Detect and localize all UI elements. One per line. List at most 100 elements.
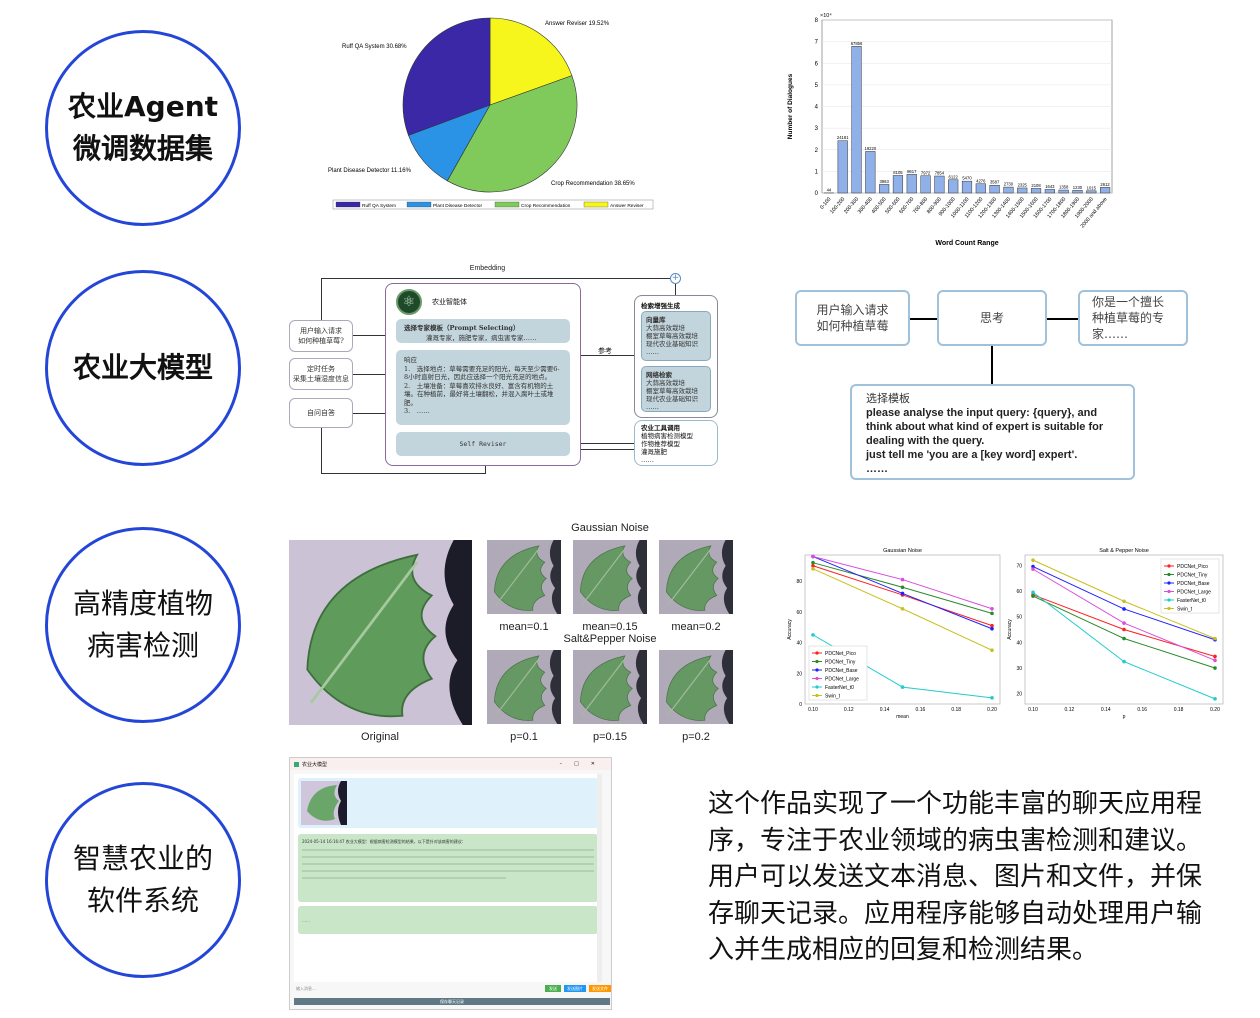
leaf-vein (581, 548, 626, 606)
x-tick-label: 0.18 (1174, 707, 1184, 713)
bar (865, 151, 876, 194)
pie-slice (402, 17, 491, 136)
noisy-leaf-image (659, 540, 733, 614)
sp-label: p=0.1 (510, 731, 538, 743)
y-tick-label: 0 (815, 191, 819, 197)
scrollbar[interactable] (597, 774, 602, 982)
title-bar: 农业大模型 –□✕ (290, 758, 611, 770)
noise-overlay (659, 540, 733, 614)
bar-value-label: 2612 (1100, 182, 1110, 187)
x-tick-label: 0.14 (1101, 707, 1111, 713)
web-search-panel: 网络检索大蒜高效栽培棚室草莓高效栽培现代农业基础知识…… (641, 366, 711, 412)
shadow (549, 650, 561, 724)
bar-value-label: 2730 (1004, 182, 1014, 187)
x-tick-label: 0.20 (1210, 707, 1220, 713)
bar-value-label: 1643 (1045, 184, 1055, 189)
bar (934, 175, 945, 194)
bar-value-label: 1015 (1087, 185, 1097, 190)
text: 检索增强生成 (641, 302, 680, 310)
y-tick-label: 8 (815, 18, 819, 24)
text: 现代农业基础知识 (646, 340, 698, 348)
legend-marker (815, 651, 819, 655)
data-point (811, 563, 815, 568)
gaussian-label: mean=0.15 (582, 621, 638, 633)
data-point (1213, 636, 1217, 641)
legend-marker (815, 659, 819, 664)
label-disease-detection: 高精度植物病害检测 (45, 527, 241, 723)
chat-area[interactable]: 2024-05-14 16:16:47 农业大模型：根据病害检测模型的结果，以下… (294, 774, 602, 982)
text: 定时任务 (307, 365, 335, 373)
x-tick-label: 0.12 (844, 707, 854, 713)
data-point (1122, 659, 1126, 664)
y-tick-label: 4 (815, 105, 819, 111)
data-point (1122, 627, 1126, 632)
label-line: 病害检测 (86, 629, 199, 662)
legend-label: Crop Recommendation (521, 203, 571, 209)
bar (1072, 190, 1083, 194)
bar (1017, 187, 1028, 194)
text: …… (641, 456, 654, 464)
data-point (811, 560, 815, 565)
send-button[interactable]: 发送 (545, 985, 561, 992)
send-file-button[interactable]: 发送文件 (589, 985, 611, 992)
bar-value-label: 6122 (949, 174, 959, 179)
leaf-vein (581, 658, 626, 716)
bar (948, 179, 959, 194)
x-axis-label: p (1123, 714, 1126, 720)
shadow (721, 650, 733, 724)
y-tick-label: 60 (1016, 589, 1022, 595)
legend-label: FasterNet_t0 (825, 685, 854, 691)
window-controls[interactable]: –□✕ (559, 761, 607, 767)
send-image-button[interactable]: 发送图片 (564, 985, 586, 992)
data-point (990, 648, 994, 653)
y-tick-label: 20 (1016, 692, 1022, 698)
slice-label: Ruff QA System 30.68% (342, 44, 407, 50)
x-tick-label: 0.16 (916, 707, 926, 713)
sp-label: p=0.15 (593, 731, 627, 743)
text: 作物推荐模型 (641, 440, 680, 448)
data-point (1031, 590, 1035, 595)
data-point (900, 606, 905, 611)
data-point (990, 623, 994, 628)
legend-label: PDCNet_Base (1177, 581, 1210, 587)
x-tick-label: 0.18 (951, 707, 961, 713)
bar (837, 140, 848, 194)
label-agri-llm: 农业大模型 (45, 270, 241, 466)
bar (1030, 188, 1042, 194)
gaussian-label: mean=0.1 (499, 621, 549, 633)
noisy-leaf-image (487, 650, 561, 724)
legend-marker (1167, 572, 1171, 577)
leaf-vein (495, 548, 540, 606)
legend-label: PDCNet_Large (825, 677, 859, 683)
x-axis-label: Word Count Range (935, 240, 998, 247)
legend-label: PDCNet_Pico (1177, 564, 1208, 570)
text: 植物病害检测模型 (641, 432, 693, 440)
leaf-vein (667, 548, 712, 606)
data-point (1213, 658, 1217, 663)
x-tick-label: 0.10 (808, 707, 818, 713)
app-icon (294, 761, 299, 767)
data-point (900, 577, 905, 582)
save-history-button[interactable]: 保存聊天记录 (294, 998, 610, 1005)
data-point (1213, 697, 1217, 701)
data-point (1031, 594, 1035, 598)
legend-marker (1167, 606, 1171, 611)
message-input[interactable]: 输入消息... (296, 986, 316, 991)
text: …… (646, 348, 659, 356)
y-axis-label: Accuracy (1007, 619, 1013, 640)
y-tick-label: 50 (1016, 615, 1022, 621)
scheduled-task-box: 定时任务采集土壤湿度信息 (289, 358, 353, 390)
legend-marker (1167, 589, 1171, 594)
y-tick-label: 20 (796, 671, 802, 677)
label-line: 微调数据集 (72, 132, 213, 165)
legend-label: PDCNet_Tiny (825, 660, 856, 666)
x-tick-label: 0.10 (1028, 707, 1038, 713)
label-line: 高精度植物 (72, 587, 213, 620)
text: 自问自答 (307, 409, 335, 417)
noise-overlay (487, 650, 561, 724)
data-point (990, 611, 994, 616)
bar (920, 175, 931, 194)
bar (906, 174, 917, 194)
atom-logo-icon: ⚛ (396, 289, 422, 315)
